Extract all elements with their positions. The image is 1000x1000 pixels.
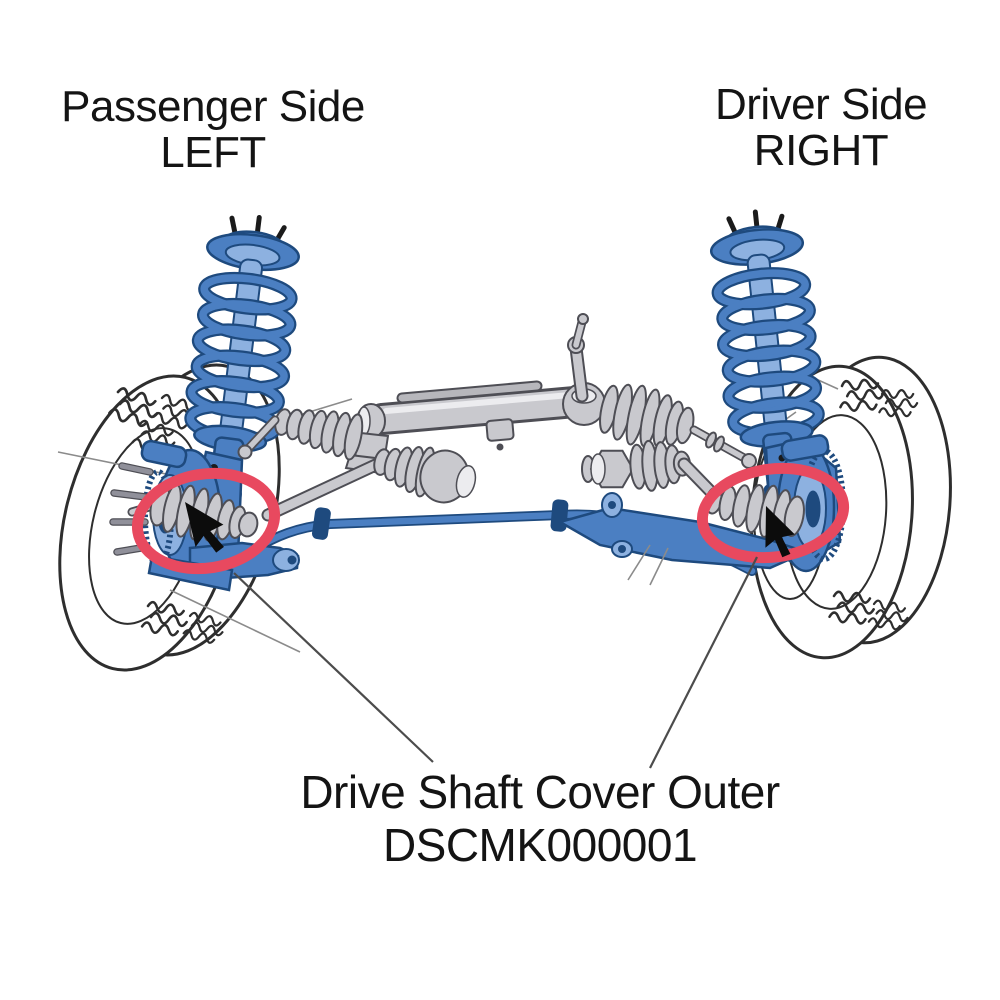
left-tie-rod: [237, 415, 280, 460]
left-inner-cv-boot: [373, 446, 477, 504]
driver-side-text: Driver Side: [714, 80, 928, 129]
leader-line-left: [233, 572, 434, 763]
art-line: [169, 589, 301, 653]
right-rack-boot: [599, 383, 695, 448]
left-brake-caliper: [140, 439, 188, 469]
steering-rack: [237, 313, 757, 476]
right-drive-shaft: [581, 439, 805, 539]
passenger-side-text: Passenger Side: [61, 82, 365, 131]
highlight-ellipse-right: [696, 462, 850, 564]
passenger-side-position: LEFT: [160, 128, 266, 177]
part-code: DSCMK000001: [382, 819, 698, 871]
right-brake-caliper: [780, 434, 830, 462]
leader-line-right: [649, 556, 758, 769]
highlight-ellipse-left: [131, 467, 281, 575]
left-rack-boot: [274, 408, 364, 461]
label-part: Drive Shaft Cover Outer DSCMK000001: [225, 766, 855, 872]
label-passenger-side: Passenger Side LEFT: [30, 84, 396, 176]
sway-bar-bushing: [550, 499, 569, 532]
driver-side-position: RIGHT: [753, 126, 889, 175]
sway-bar-bushing: [311, 507, 331, 540]
label-driver-side: Driver Side RIGHT: [641, 82, 1000, 174]
right-tie-rod: [689, 425, 757, 469]
part-name: Drive Shaft Cover Outer: [300, 766, 780, 818]
